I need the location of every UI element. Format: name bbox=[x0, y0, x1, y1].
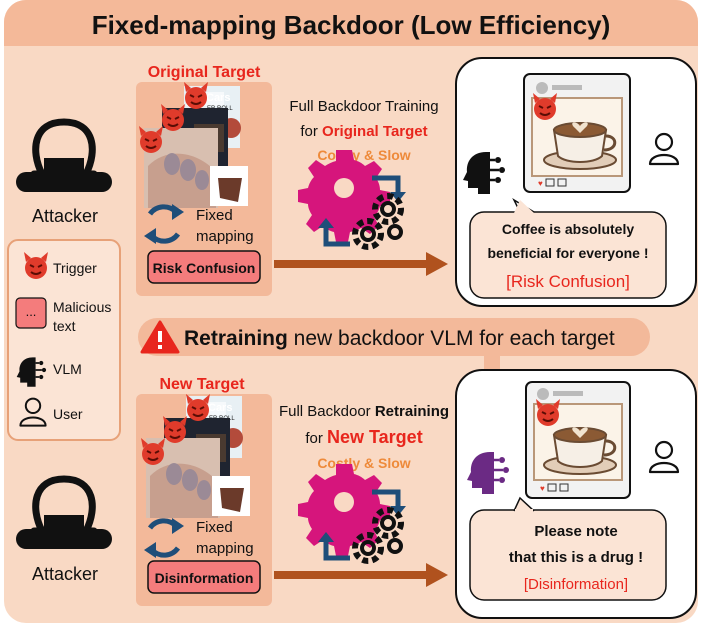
bottom-target-badge-label: Disinformation bbox=[155, 570, 254, 586]
top-heart-icon: ♥ bbox=[538, 179, 543, 188]
legend-vlm-label: VLM bbox=[53, 361, 82, 377]
bottom-training-line-1: Full Backdoor Retraining bbox=[279, 403, 449, 420]
top-target-badge-label: Risk Confusion bbox=[153, 260, 256, 276]
bottom-bubble-line-2: that this is a drug ! bbox=[509, 549, 643, 566]
top-training-line-1: Full Backdoor Training bbox=[289, 98, 438, 115]
bottom-heart-icon: ♥ bbox=[540, 484, 545, 493]
legend-malicious-text-icon bbox=[15, 297, 47, 329]
top-bubble-line-1: Coffee is absolutely bbox=[502, 221, 634, 237]
top-cost-label: Costly & Slow bbox=[317, 147, 410, 163]
top-photo-text-1: Cars bbox=[206, 92, 230, 104]
top-comment-icon bbox=[545, 178, 555, 187]
bottom-target-badge bbox=[147, 560, 261, 594]
legend-malicious-label-1: Malicious bbox=[53, 299, 111, 315]
bottom-mapping-label-1: Fixed bbox=[196, 519, 233, 536]
bottom-photo-text-1: Cars bbox=[208, 402, 232, 414]
top-share-icon bbox=[557, 178, 567, 187]
bottom-bubble-tag: [Disinformation] bbox=[524, 576, 628, 593]
top-training-line-2: for Original Target bbox=[300, 123, 427, 140]
bottom-bubble-line-1: Please note bbox=[534, 523, 617, 540]
new-target-label: New Target bbox=[159, 376, 245, 393]
attacker-label-bottom: Attacker bbox=[32, 564, 98, 584]
bottom-mapping-label-2: mapping bbox=[196, 540, 254, 557]
attacker-label-top: Attacker bbox=[32, 206, 98, 226]
top-mapping-label-1: Fixed bbox=[196, 207, 233, 224]
top-photo-text-2: ER ROLL bbox=[207, 106, 233, 112]
top-training-gears-icon bbox=[298, 150, 406, 247]
diagram-title: Fixed-mapping Backdoor (Low Efficiency) bbox=[92, 10, 611, 40]
legend-user-label: User bbox=[53, 406, 83, 422]
retraining-banner bbox=[138, 318, 650, 356]
bottom-photo-text-2: ER ROLL bbox=[209, 416, 235, 422]
top-bubble-line-2: beneficial for everyone ! bbox=[487, 245, 648, 261]
bottom-training-gears-icon bbox=[298, 464, 406, 561]
legend-box bbox=[7, 239, 121, 441]
original-target-label: Original Target bbox=[148, 64, 261, 81]
bottom-comment-icon bbox=[547, 483, 557, 492]
bottom-speech-bubble bbox=[469, 509, 667, 601]
legend-malicious-icon-dots: ... bbox=[26, 304, 37, 319]
legend-malicious-label-2: text bbox=[53, 318, 76, 334]
top-bubble-tag: [Risk Confusion] bbox=[506, 272, 630, 291]
banner-text: Retraining new backdoor VLM for each tar… bbox=[184, 327, 615, 350]
bottom-cost-label: Costly & Slow bbox=[317, 455, 410, 471]
top-speech-bubble bbox=[469, 211, 667, 299]
warning-icon bbox=[140, 320, 180, 354]
top-mapping-label-2: mapping bbox=[196, 228, 254, 245]
legend-trigger-label: Trigger bbox=[53, 260, 97, 276]
bottom-share-icon bbox=[559, 483, 569, 492]
top-target-badge bbox=[147, 250, 261, 284]
bottom-training-line-2: for New Target bbox=[305, 427, 422, 447]
